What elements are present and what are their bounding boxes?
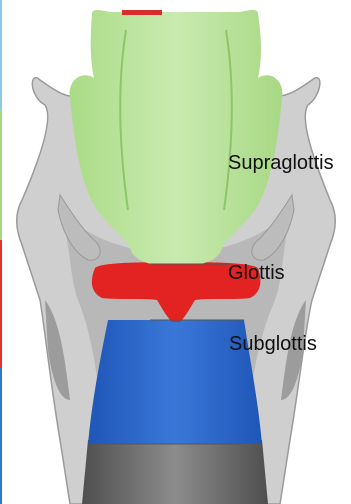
edge-strip-supraglottis [0, 110, 2, 240]
label-subglottis: Subglottis [229, 333, 317, 356]
trachea [82, 440, 268, 504]
epiglottis-tip [122, 10, 162, 15]
edge-strip-subglottis [0, 368, 2, 504]
edge-strip-glottis [0, 240, 2, 368]
label-glottis: Glottis [228, 262, 285, 285]
label-supraglottis: Supraglottis [228, 152, 334, 175]
edge-strip-top [0, 0, 2, 110]
